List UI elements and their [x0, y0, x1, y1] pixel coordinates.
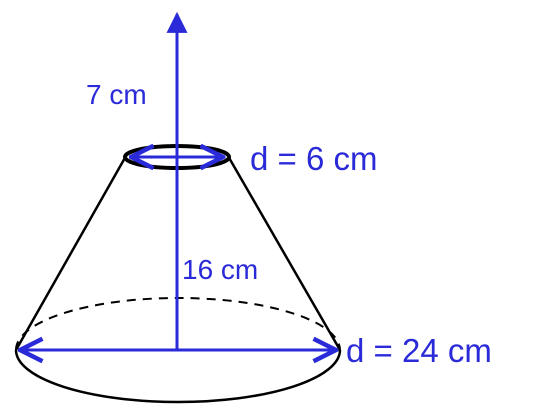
frustum-left-side — [14, 155, 128, 351]
base-ellipse-front — [14, 349, 342, 404]
top-diameter-label: d = 6 cm — [250, 140, 377, 177]
base-diameter-label: d = 24 cm — [346, 332, 492, 369]
frustum-right-side — [226, 155, 342, 351]
frustum-height-label: 16 cm — [182, 254, 258, 285]
height-above-label: 7 cm — [86, 79, 147, 110]
